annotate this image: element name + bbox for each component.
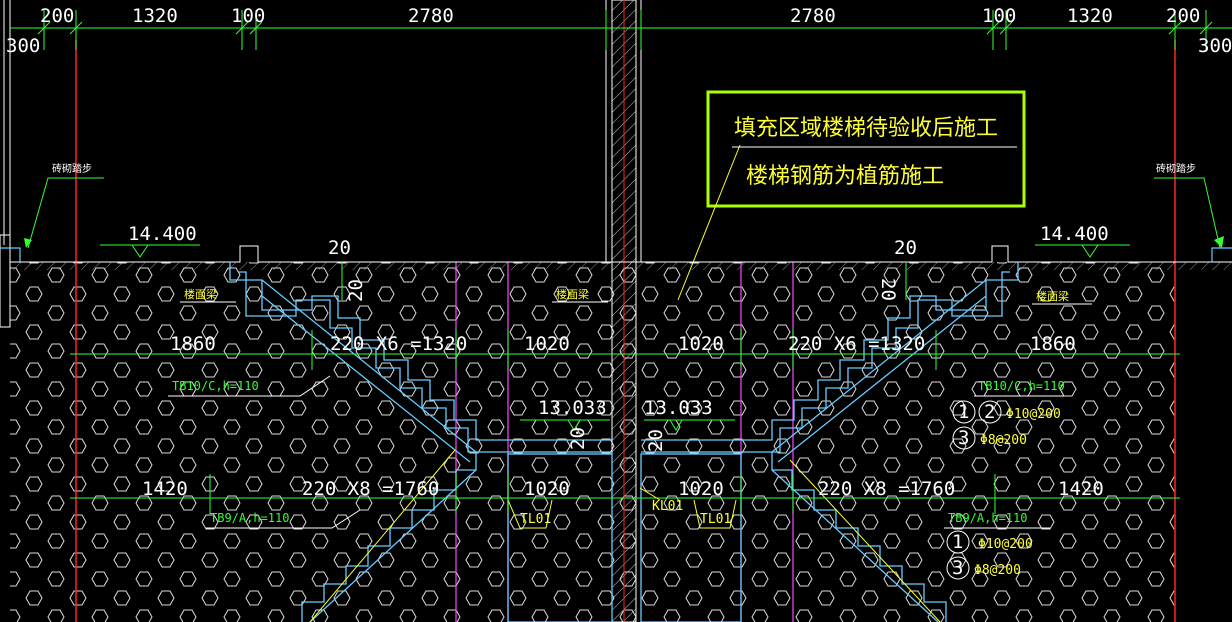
num-20-v3: 20: [567, 427, 589, 450]
row2-dim-line: [70, 474, 1180, 514]
upper-stair-left: [229, 262, 612, 463]
row2-dim-d: 1020: [678, 478, 724, 500]
row1-dim-line: [70, 330, 1180, 370]
tb9-left-leader: [206, 509, 361, 529]
tb9-left: TB9/A,h=110: [210, 511, 289, 525]
row2-dim-f: 1420: [1058, 478, 1104, 500]
rebar-num-3b: 3: [952, 557, 963, 579]
tb10-left: TB10/C,h=110: [172, 379, 259, 393]
num-20-v2: 20: [877, 278, 899, 301]
slab-beam-label-3: 楼面梁: [1036, 289, 1069, 303]
note-frame: [706, 90, 1026, 208]
brick-step-leader-right: [1154, 177, 1221, 249]
top-dimension-line: [10, 10, 1232, 50]
row2-dim-e: 220 X8 =1760: [818, 478, 955, 500]
tb10-left-leader: [168, 375, 331, 397]
stair-yellow-outline: [309, 449, 941, 622]
kl01: KL01: [652, 499, 683, 514]
top-dim-300-left: 300: [6, 35, 40, 57]
slab-beam-label-1: 楼面梁: [184, 287, 217, 301]
num-20-v1: 20: [345, 279, 367, 302]
brick-step-label-left: 砖砌踏步: [52, 162, 92, 175]
tl01-right: TL01: [700, 512, 731, 527]
rebar-spec-3: Φ10@200: [978, 537, 1033, 552]
floor-stair-edge-right: [1211, 247, 1232, 262]
brick-step-label-right: 砖砌踏步: [1156, 162, 1196, 175]
row2-dim-b: 220 X8 =1760: [302, 478, 439, 500]
top-dim-2780-right: 2780: [790, 5, 836, 27]
floor-stair-edge-left: [0, 247, 21, 262]
rebar-spec-1: Φ10@200: [1006, 407, 1061, 422]
num-20-left: 20: [328, 237, 351, 259]
top-dim-1320-right: 1320: [1067, 5, 1113, 27]
elev-symbol-right: [1035, 244, 1130, 258]
row1-dim-c: 1020: [524, 333, 570, 355]
landing-elev-symbol-right: [644, 419, 735, 431]
top-dim-200-left: 200: [40, 5, 74, 27]
landing-elev-left: 13.033: [538, 397, 607, 419]
elev-symbol-left: [100, 244, 200, 258]
row2-dim-c: 1020: [524, 478, 570, 500]
top-dim-100-right: 100: [982, 5, 1016, 27]
floor-outline: [10, 245, 1232, 263]
rebar-num-3a: 3: [958, 427, 969, 449]
note-line-2: 楼梯钢筋为植筋施工: [746, 164, 944, 189]
brick-step-arrow-right: [1214, 236, 1224, 248]
row1-dim-f: 1860: [1030, 333, 1076, 355]
tb9-right: TB9/A,h=110: [948, 511, 1027, 525]
slab-beam-label-2: 楼面梁: [556, 287, 589, 301]
row2-dim-a: 1420: [142, 478, 188, 500]
row1-dim-d: 1020: [678, 333, 724, 355]
fill-area-hatch: [10, 262, 1175, 622]
rebar-spec-2: Φ8@200: [980, 433, 1027, 448]
brick-step-leader-left: [27, 177, 104, 249]
elevation-right: 14.400: [1040, 223, 1109, 245]
num-20-right: 20: [894, 237, 917, 259]
top-dim-200-right: 200: [1166, 5, 1200, 27]
note-leader: [677, 144, 741, 301]
rebar-spec-4: Φ8@200: [974, 563, 1021, 578]
top-dim-1320-left: 1320: [132, 5, 178, 27]
landing-elev-symbol-left: [520, 419, 610, 431]
brick-step-arrow-left: [24, 238, 32, 248]
top-dim-100-left: 100: [231, 5, 265, 27]
row1-dim-b: 220 X6 =1320: [330, 333, 467, 355]
top-dim-300-right: 300: [1198, 35, 1232, 57]
lower-stair-right: [640, 452, 947, 622]
row1-dim-e: 220 X6 =1320: [788, 333, 925, 355]
num-20-v4: 20: [645, 429, 667, 452]
tl01-left: TL01: [520, 512, 551, 527]
landing-elev-right: 13.033: [644, 397, 713, 419]
top-dim-2780-left: 2780: [408, 5, 454, 27]
note-line-1: 填充区域楼梯待验收后施工: [734, 116, 998, 141]
left-wall-block: [0, 234, 11, 328]
rebar-num-1b: 1: [952, 531, 963, 553]
row1-dim-a: 1860: [170, 333, 216, 355]
upper-stair-right: [641, 262, 1019, 463]
rebar-num-2: 2: [984, 401, 995, 423]
tb10-right: TB10/C,h=110: [978, 379, 1065, 393]
elevation-left: 14.400: [128, 223, 197, 245]
rebar-num-1a: 1: [958, 401, 969, 423]
kl01-leader: [639, 487, 661, 501]
rebar-callouts: [946, 400, 1002, 580]
